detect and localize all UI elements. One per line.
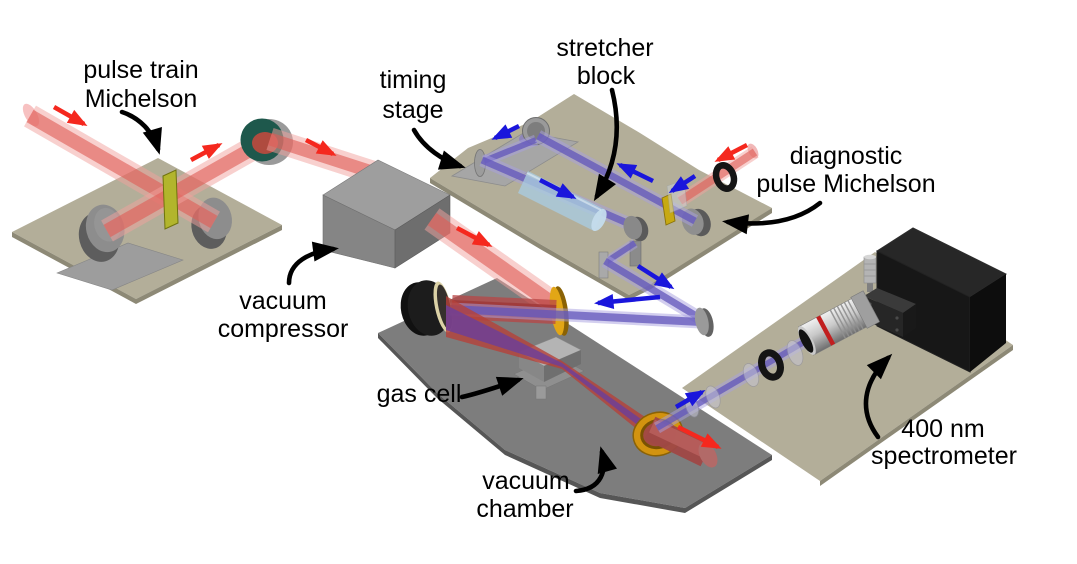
leader-spectrometer bbox=[863, 353, 893, 440]
breadboard-edge bbox=[430, 178, 629, 300]
camera-mount-cube bbox=[864, 288, 916, 337]
spectrometer-box bbox=[875, 227, 1008, 373]
label-leader-arrows bbox=[119, 87, 893, 494]
red-stripe bbox=[816, 315, 836, 346]
mirror-mount-post bbox=[629, 240, 642, 267]
iris-ring bbox=[758, 349, 784, 381]
leader-gas-cell bbox=[459, 376, 524, 400]
vacuum-compressor-box bbox=[322, 159, 451, 269]
focused-purple-beam bbox=[446, 305, 657, 440]
objective-lens-tube bbox=[797, 290, 880, 356]
purple-beam-down-leg-core bbox=[603, 258, 705, 323]
box-side bbox=[970, 274, 1006, 372]
red-arrow bbox=[52, 105, 88, 126]
knurled-grip bbox=[829, 300, 864, 339]
lens bbox=[742, 363, 760, 387]
leader-vacuum-chamber bbox=[573, 446, 617, 494]
red-arrow bbox=[189, 143, 223, 162]
fold-mirror-m4 bbox=[694, 307, 714, 337]
leader-stretcher-block bbox=[593, 87, 620, 202]
blue-arrow bbox=[491, 123, 521, 141]
leader-compressor bbox=[286, 241, 339, 286]
blue-arrow bbox=[668, 174, 697, 194]
blue-arrow bbox=[636, 264, 675, 290]
blue-arrow bbox=[674, 390, 706, 409]
red-beam-return-core bbox=[103, 139, 261, 238]
diagnostic-mirror-m2 bbox=[623, 215, 649, 242]
purple-beam-to-chamber-core bbox=[449, 305, 702, 326]
pulse-train-michelson bbox=[22, 103, 263, 291]
lens-ring-mount bbox=[712, 162, 738, 192]
blue-arrow bbox=[594, 294, 661, 309]
lens bbox=[786, 340, 804, 366]
label-gas-cell: gas cell bbox=[377, 380, 462, 408]
gas-cell-knob bbox=[535, 385, 547, 400]
blue-arrow bbox=[616, 162, 654, 184]
lens bbox=[705, 385, 721, 409]
red-arrow bbox=[455, 226, 493, 247]
gas-cell-front bbox=[519, 352, 544, 382]
leader-diagnostic bbox=[722, 200, 823, 235]
red-beam-compressor-out-core bbox=[427, 212, 562, 314]
beam-direction-arrows bbox=[52, 105, 749, 450]
red-arrow bbox=[304, 138, 337, 156]
purple-beam-stage-link-core bbox=[482, 137, 538, 164]
beamsplitter-plate bbox=[162, 169, 179, 230]
red-arrow bbox=[676, 424, 722, 450]
blue-arrow bbox=[538, 177, 577, 200]
micrometer-knob bbox=[863, 254, 877, 292]
leader-timing-stage bbox=[411, 127, 466, 170]
red-beam-input-core bbox=[26, 109, 218, 229]
tube-aperture bbox=[798, 329, 814, 353]
red-arrow bbox=[714, 143, 749, 162]
breadboard-edge bbox=[12, 225, 282, 304]
breadboard-edge bbox=[820, 345, 1013, 486]
stretcher-end-cap bbox=[591, 208, 607, 232]
leader-pulse-train bbox=[119, 109, 162, 155]
